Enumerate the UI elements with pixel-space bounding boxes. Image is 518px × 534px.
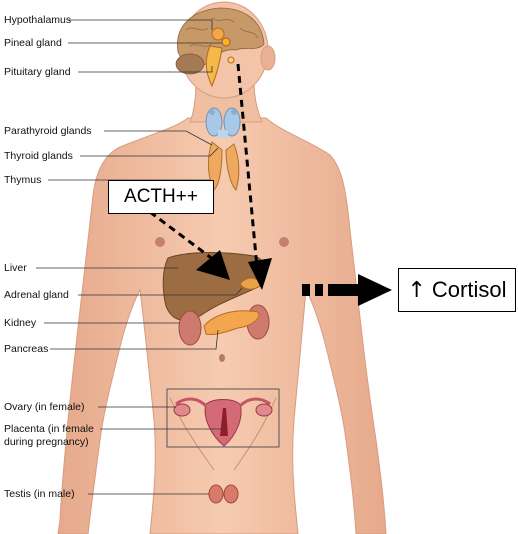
uterus-organ	[173, 397, 273, 447]
hypothalamus-organ	[211, 27, 225, 41]
cortisol-arrow	[302, 274, 392, 306]
label-pancreas: Pancreas	[4, 343, 49, 355]
acth-arrows	[149, 63, 272, 290]
cerebellum	[175, 53, 205, 75]
parathyroid-organ	[209, 109, 237, 115]
label-kidney: Kidney	[4, 317, 37, 329]
cortisol-callout: ↑ Cortisol	[398, 268, 516, 312]
label-placenta-line1: Placenta (in female	[4, 423, 94, 435]
cortisol-up-arrow-icon: ↑	[407, 277, 426, 303]
thyroid-organ	[205, 107, 241, 138]
cortisol-text: Cortisol	[431, 277, 507, 302]
acth-text: ACTH++	[124, 186, 198, 207]
label-hypothalamus: Hypothalamus	[4, 14, 72, 26]
label-placenta-line2: during pregnancy)	[4, 436, 89, 448]
acth-callout: ACTH++	[108, 180, 214, 214]
label-thymus: Thymus	[4, 174, 42, 186]
pancreas-organ	[203, 310, 260, 335]
reproductive-box	[166, 388, 280, 448]
label-thyroid-glands: Thyroid glands	[4, 150, 73, 162]
testis-organ	[208, 484, 239, 504]
ear	[260, 45, 276, 71]
label-adrenal-gland: Adrenal gland	[4, 289, 69, 301]
pineal-organ	[221, 37, 231, 47]
thymus-organ	[207, 141, 240, 191]
label-pituitary-gland: Pituitary gland	[4, 66, 71, 78]
label-testis: Testis (in male)	[4, 488, 75, 500]
liver-organ	[162, 252, 267, 322]
acth-to-adrenal-arrow	[149, 210, 215, 262]
label-pineal-gland: Pineal gland	[4, 37, 62, 49]
kidney-left-organ	[178, 310, 202, 346]
label-ovary: Ovary (in female)	[4, 401, 85, 413]
label-parathyroid-glands: Parathyroid glands	[4, 125, 92, 137]
label-liver: Liver	[4, 262, 27, 274]
pituitary-organ	[205, 45, 223, 88]
